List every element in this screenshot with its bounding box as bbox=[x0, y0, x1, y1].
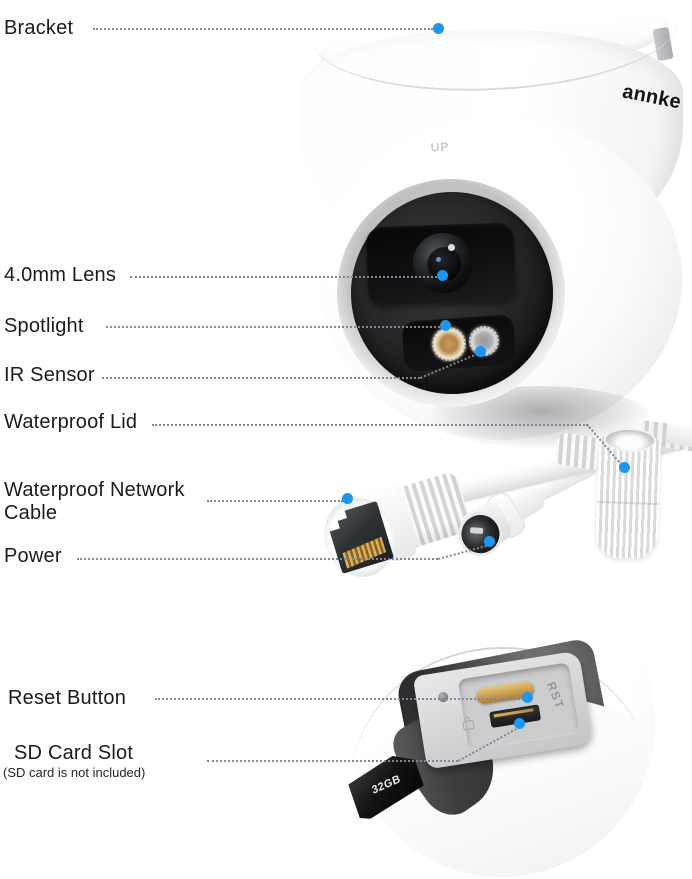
callout-dot-waterproof-lid bbox=[619, 462, 630, 473]
lens-glint bbox=[448, 244, 455, 251]
leader-line-spotlight bbox=[106, 326, 440, 328]
callout-dot-ir-sensor bbox=[475, 346, 486, 357]
label-lens: 4.0mm Lens bbox=[4, 264, 117, 286]
leader-line-sd-horizontal bbox=[207, 760, 458, 762]
leader-line-ir-horizontal bbox=[102, 377, 420, 379]
leader-line-network-cable bbox=[207, 500, 343, 502]
lock-icon bbox=[462, 719, 475, 731]
lens-glint-blue bbox=[436, 257, 441, 262]
label-waterproof-lid: Waterproof Lid bbox=[4, 411, 138, 433]
power-jack-pin bbox=[469, 527, 484, 535]
callout-dot-lens bbox=[437, 270, 448, 281]
label-bracket: Bracket bbox=[4, 17, 74, 39]
label-power: Power bbox=[4, 545, 62, 567]
microsd-capacity-label: 32GB bbox=[370, 772, 402, 798]
leader-line-bracket bbox=[93, 28, 433, 30]
label-sd-card-note: (SD card is not included) bbox=[3, 765, 146, 780]
callout-dot-sd-slot bbox=[514, 718, 525, 729]
lid-seam bbox=[596, 500, 659, 506]
waterproof-lid-part bbox=[594, 427, 662, 560]
label-sd-card-slot: SD Card Slot bbox=[14, 742, 134, 764]
label-ir-sensor: IR Sensor bbox=[4, 364, 95, 386]
label-reset-button: Reset Button bbox=[8, 687, 127, 709]
up-marking: UP bbox=[430, 139, 450, 155]
leader-line-lid-horizontal bbox=[152, 424, 588, 426]
callout-dot-spotlight bbox=[440, 320, 451, 331]
leader-line-reset bbox=[155, 698, 524, 700]
callout-dot-power bbox=[484, 536, 495, 547]
callout-dot-network-cable bbox=[342, 493, 353, 504]
callout-dot-reset bbox=[522, 692, 533, 703]
leader-line-lens bbox=[130, 276, 437, 278]
detail-inset-circle: RST bbox=[347, 569, 655, 877]
label-network-cable: Waterproof Network Cable bbox=[4, 479, 185, 524]
label-spotlight: Spotlight bbox=[4, 315, 84, 337]
leader-line-power-horizontal bbox=[77, 558, 438, 560]
callout-dot-bracket bbox=[433, 23, 444, 34]
